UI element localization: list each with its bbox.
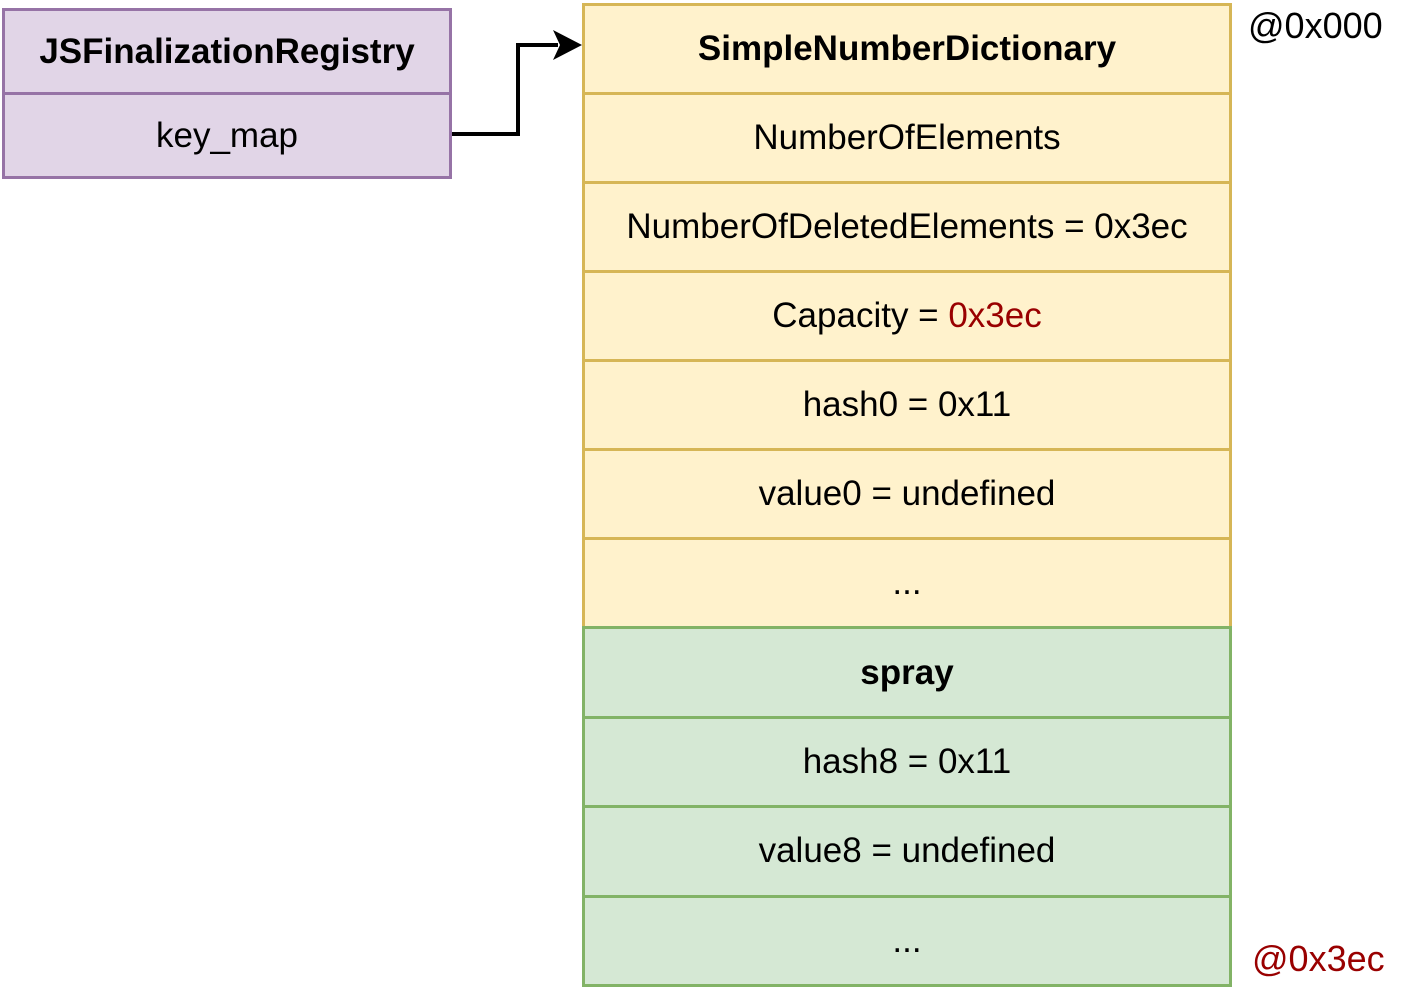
spray-row-hash8: hash8 = 0x11 <box>585 719 1229 809</box>
spray-row-ellipsis: ... <box>892 920 922 960</box>
capacity-value: 0x3ec <box>948 296 1042 336</box>
registry-title: JSFinalizationRegistry <box>5 11 449 95</box>
simplenumberdictionary-section: SimpleNumberDictionary NumberOfElements … <box>582 3 1232 627</box>
dict-row-capacity: Capacity = 0x3ec <box>585 273 1229 363</box>
dict-row-value0: value0 = undefined <box>585 451 1229 541</box>
dictionary-stack: SimpleNumberDictionary NumberOfElements … <box>582 3 1232 987</box>
capacity-label: Capacity = <box>772 296 949 336</box>
address-annotation-top: @0x000 <box>1248 5 1383 46</box>
dict-row-ellipsis: ... <box>892 563 922 603</box>
spray-section: spray hash8 = 0x11 value8 = undefined ..… <box>582 626 1232 987</box>
dict-row-hash0: hash0 = 0x11 <box>585 362 1229 452</box>
dictionary-title: SimpleNumberDictionary <box>585 6 1229 96</box>
registry-field-key-map: key_map <box>155 115 299 155</box>
address-annotation-bottom: @0x3ec <box>1252 938 1385 979</box>
jsfinalizationregistry-box: JSFinalizationRegistry key_map <box>2 8 452 179</box>
spray-title: spray <box>585 629 1229 719</box>
dict-row-number-of-deleted-elements: NumberOfDeletedElements = 0x3ec <box>585 184 1229 274</box>
arrow-head-icon <box>553 30 582 60</box>
spray-row-value8: value8 = undefined <box>585 808 1229 898</box>
arrow-line <box>452 43 558 136</box>
dict-row-number-of-elements: NumberOfElements <box>585 95 1229 185</box>
